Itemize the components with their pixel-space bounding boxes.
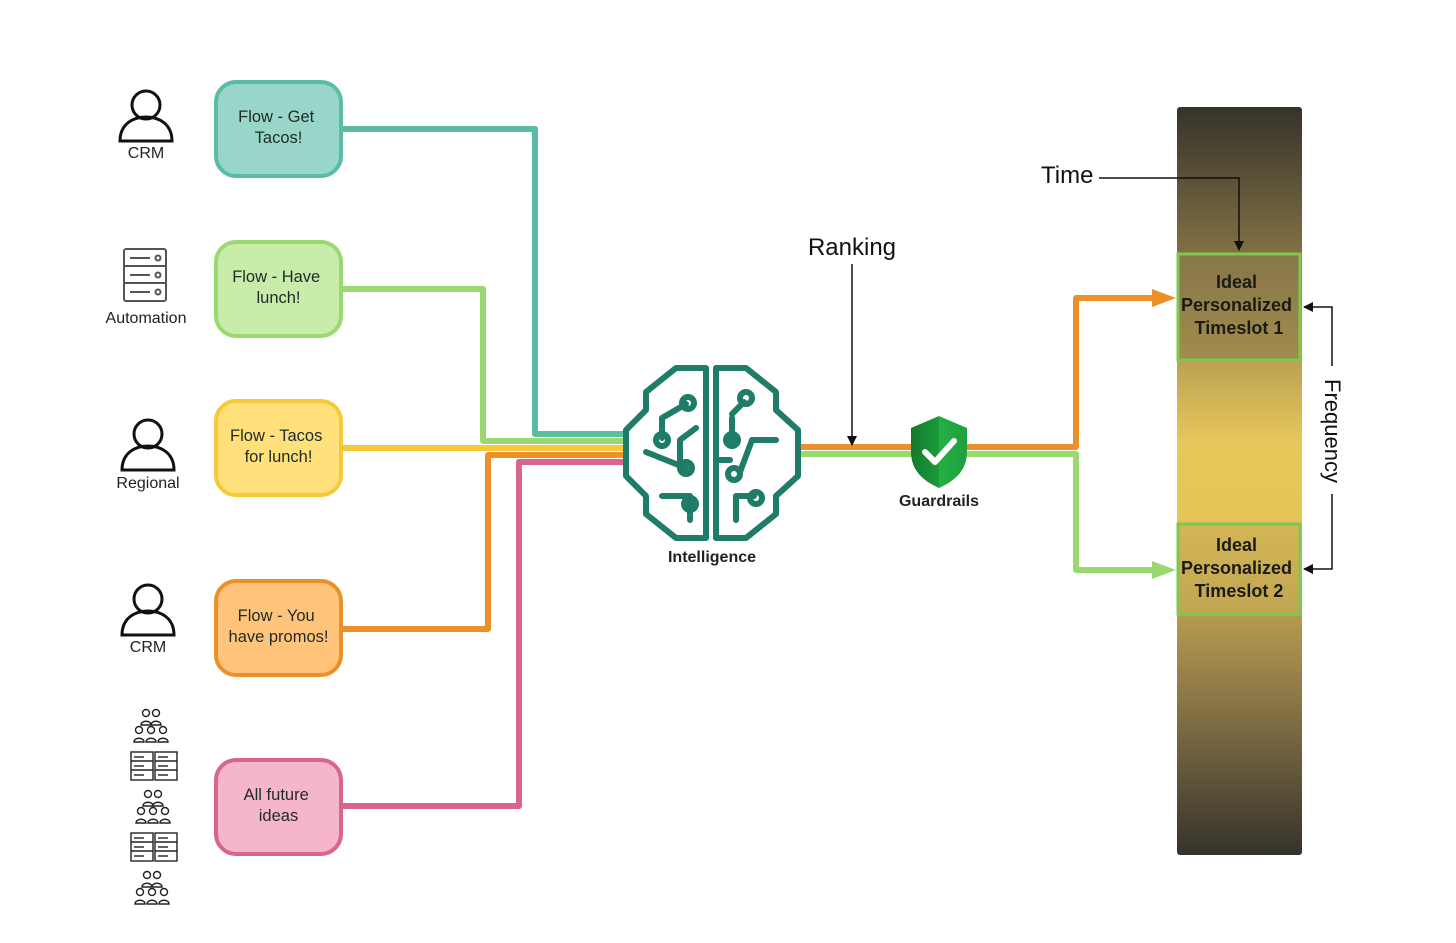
- server-pair-icon: [130, 751, 178, 781]
- intelligence-label: Intelligence: [668, 549, 756, 566]
- output-green-arrowhead: [1152, 561, 1176, 579]
- ranking-annotation: Ranking: [808, 234, 896, 446]
- flow-label-line: have promos!: [229, 628, 329, 646]
- groups-and-servers-icon: [130, 708, 178, 905]
- frequency-arrow-bottom: [1303, 494, 1333, 574]
- output-green: [800, 451, 1158, 573]
- timeslot-label-line: Timeslot 2: [1195, 581, 1284, 601]
- connector-have-lunch: [341, 286, 628, 444]
- group-icon: [133, 708, 169, 743]
- source-crm-1: CRM: [118, 89, 174, 162]
- person-icon: [118, 89, 174, 143]
- shield-icon: [911, 416, 967, 488]
- group-icon: [134, 870, 170, 905]
- svg-text:Flow - You have promos!: Flow - You have promos!: [229, 607, 329, 646]
- svg-text:All future ideas: All future ideas: [244, 786, 314, 825]
- timeslot-label-line: Timeslot 1: [1195, 318, 1284, 338]
- flow-label-line: lunch!: [256, 289, 300, 307]
- flow-connectors: [341, 126, 628, 809]
- frequency-label: Frequency: [1320, 379, 1345, 483]
- svg-text:Ideal Personalized: Ideal Personalized Timeslot 1: [1181, 272, 1297, 338]
- output-orange-arrowhead: [1152, 289, 1176, 307]
- output-connectors: [800, 289, 1176, 579]
- flow-get-tacos[interactable]: Flow - Get Tacos!: [214, 80, 343, 178]
- frequency-arrow-top: [1303, 302, 1333, 366]
- svg-text:Flow - Have lunch!: Flow - Have lunch!: [232, 268, 325, 307]
- svg-text:Ideal Personalized: Ideal Personalized Timeslot 2: [1181, 535, 1297, 601]
- source-label: Regional: [116, 475, 179, 492]
- connector-promos: [341, 452, 628, 632]
- connector-future-ideas: [341, 459, 628, 809]
- time-annotation: Time: [1041, 162, 1244, 251]
- flow-label-line: ideas: [259, 807, 298, 825]
- source-label: CRM: [128, 145, 164, 162]
- group-icon: [135, 789, 171, 824]
- frequency-annotation: Frequency: [1303, 302, 1345, 574]
- flow-label-line: Flow - Get: [238, 108, 315, 126]
- flow-label-line: Tacos!: [255, 129, 303, 147]
- flow-have-lunch[interactable]: Flow - Have lunch!: [214, 240, 343, 338]
- source-regional: Regional: [116, 418, 180, 492]
- source-label: Automation: [106, 310, 187, 327]
- guardrails-label: Guardrails: [899, 493, 979, 510]
- guardrails-node[interactable]: Guardrails: [899, 416, 979, 510]
- time-label: Time: [1041, 162, 1093, 189]
- check-icon: [922, 438, 957, 465]
- flow-label-line: All future: [244, 786, 309, 804]
- intelligence-node[interactable]: Intelligence: [623, 365, 801, 566]
- flow-you-have-promos[interactable]: Flow - You have promos!: [214, 579, 343, 677]
- timeslot-label-line: Ideal: [1216, 535, 1257, 555]
- flow-label-line: for lunch!: [245, 448, 313, 466]
- time-arrow: [1099, 177, 1244, 251]
- flow-all-future-ideas[interactable]: All future ideas: [214, 758, 343, 856]
- server-icon: [123, 248, 167, 302]
- ranking-label: Ranking: [808, 234, 896, 261]
- output-orange: [800, 295, 1158, 450]
- brain-circuit-icon: [623, 365, 801, 541]
- svg-text:Flow - Get Tacos!: Flow - Get Tacos!: [238, 108, 319, 147]
- person-icon: [120, 418, 176, 472]
- flow-label-line: Flow - Tacos: [230, 427, 322, 445]
- svg-text:Flow - Tacos for lunch!: Flow - Tacos for lunch!: [230, 427, 327, 466]
- timeslot-label-line: Personalized: [1181, 295, 1292, 315]
- source-automation: Automation: [106, 248, 187, 327]
- flow-label-line: Flow - You: [238, 607, 315, 625]
- source-label: CRM: [130, 639, 166, 656]
- person-icon: [120, 583, 176, 637]
- timeslot-label-line: Ideal: [1216, 272, 1257, 292]
- flow-label-line: Flow - Have: [232, 268, 320, 286]
- server-pair-icon: [130, 832, 178, 862]
- timeslot-2[interactable]: Ideal Personalized Timeslot 2: [1176, 522, 1302, 616]
- source-crm-2: CRM: [120, 583, 176, 656]
- connector-get-tacos: [341, 126, 628, 437]
- timeslot-label-line: Personalized: [1181, 558, 1292, 578]
- flow-tacos-for-lunch[interactable]: Flow - Tacos for lunch!: [214, 399, 343, 497]
- timeslot-1[interactable]: Ideal Personalized Timeslot 1: [1176, 252, 1302, 362]
